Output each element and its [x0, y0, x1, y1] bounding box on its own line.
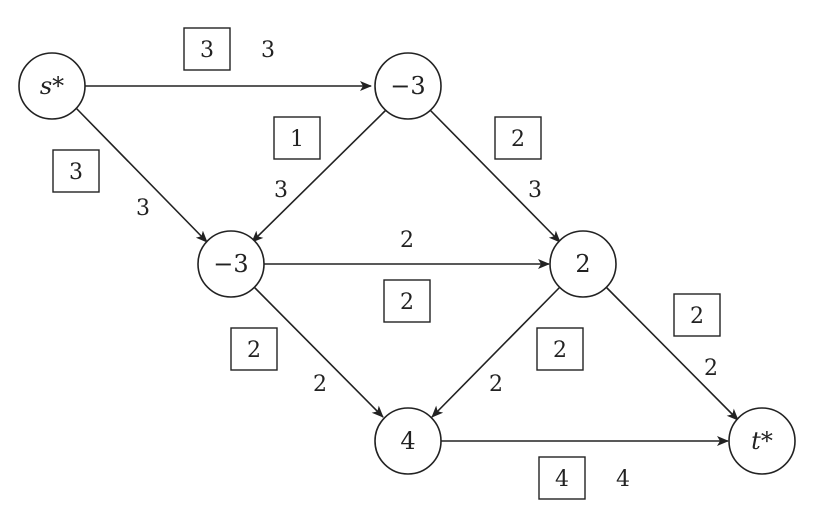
node-c: 2: [549, 230, 617, 298]
node-s: s*: [18, 52, 86, 120]
edge-a-b-label: 3: [274, 178, 288, 203]
node-t-label: t*: [751, 427, 773, 455]
edge-c-t-box-value: 2: [690, 304, 704, 329]
edge-s-a-box: 3: [183, 27, 231, 71]
edge-b-d: [253, 286, 384, 418]
edge-a-c-label: 3: [528, 178, 542, 203]
edge-b-c-box-value: 2: [400, 290, 414, 315]
edge-c-d: [431, 286, 561, 418]
node-b: −3: [197, 230, 265, 298]
edge-s-a-box-value: 3: [200, 38, 214, 63]
edge-a-c-box-value: 2: [511, 127, 525, 152]
node-s-label: s*: [40, 72, 64, 100]
edge-s-b-box: 3: [52, 149, 100, 193]
edge-b-d-box: 2: [230, 327, 278, 371]
node-b-label: −3: [213, 250, 248, 278]
edge-s-b-box-value: 3: [69, 160, 83, 185]
edge-b-c-box: 2: [383, 279, 431, 323]
edge-a-b-box: 1: [273, 116, 321, 160]
edge-a-c-box: 2: [494, 116, 542, 160]
edge-b-d-label: 2: [313, 372, 327, 397]
edge-d-t-box-value: 4: [555, 467, 569, 492]
edge-d-t-label: 4: [616, 467, 630, 492]
edge-s-b: [75, 107, 208, 243]
edge-s-a-label: 3: [261, 38, 275, 63]
node-a: −3: [374, 52, 442, 120]
edge-b-c-label: 2: [400, 228, 414, 253]
edge-c-t-label: 2: [704, 356, 718, 381]
edge-b-d-box-value: 2: [247, 338, 261, 363]
edge-s-b-label: 3: [136, 196, 150, 221]
node-d: 4: [374, 407, 442, 475]
edge-a-c: [429, 109, 561, 243]
node-a-label: −3: [390, 72, 425, 100]
edge-c-d-label: 2: [489, 372, 503, 397]
edge-d-t-box: 4: [538, 456, 586, 500]
node-t: t*: [728, 407, 796, 475]
edge-c-d-box-value: 2: [553, 338, 567, 363]
edge-a-b: [251, 109, 387, 243]
node-d-label: 4: [400, 427, 415, 455]
edge-c-t-box: 2: [673, 293, 721, 337]
edge-c-t: [605, 286, 739, 421]
edge-c-d-box: 2: [536, 327, 584, 371]
edge-a-b-box-value: 1: [290, 127, 304, 152]
node-c-label: 2: [575, 250, 590, 278]
